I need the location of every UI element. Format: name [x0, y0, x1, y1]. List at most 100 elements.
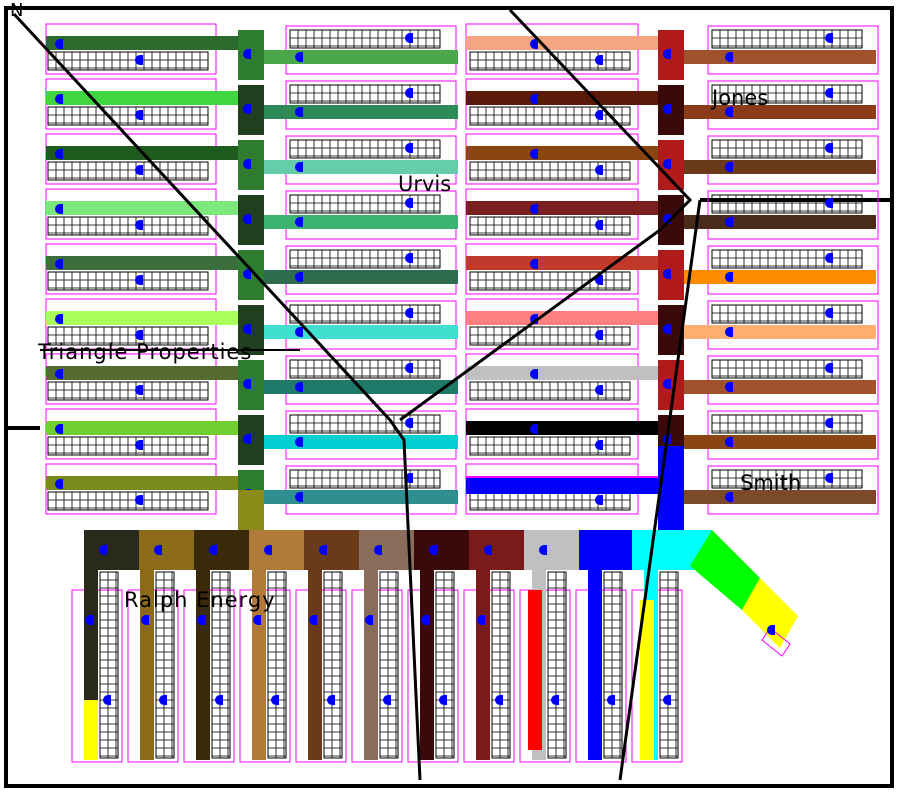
meter-midright-b-7 [595, 440, 603, 450]
meter-midright-a-4 [530, 259, 538, 269]
pipe-bottom-6 [420, 570, 434, 760]
meter-spine-left-7 [243, 434, 251, 444]
pipe-midleft-5 [262, 325, 458, 339]
trunk-seg-2 [194, 530, 249, 570]
meter-bottom-a-2 [197, 615, 205, 625]
grid-right-4-lines [712, 250, 862, 268]
pipe-right-4 [684, 270, 876, 284]
meter-bottom-b-5 [383, 695, 391, 705]
meter-right-a-1 [725, 107, 733, 117]
meter-spine-left-5 [243, 324, 251, 334]
meter-spine-right-1 [663, 104, 671, 114]
trunk-seg-9 [579, 530, 634, 570]
meter-trunk-2 [209, 545, 217, 555]
meter-midleft-b-6 [405, 363, 413, 373]
meter-right-a-2 [725, 162, 733, 172]
pipe-right-0 [684, 50, 876, 64]
lease-line-west [12, 12, 422, 781]
meter-left-b-3 [135, 220, 143, 230]
trunk-seg-5 [359, 530, 414, 570]
meter-bottom-a-5 [365, 615, 373, 625]
meter-bottom-a-1 [141, 615, 149, 625]
grid-midleft-4-lines [290, 250, 440, 268]
pipe-midleft-0 [262, 50, 458, 64]
grid-midright-3-lines [470, 217, 630, 235]
pipe-right-5 [684, 325, 876, 339]
pipe-midright-4 [466, 256, 662, 270]
grid-right-1-lines [712, 85, 862, 103]
grid-midleft-5-lines [290, 305, 440, 323]
grid-bottom-4-lines [324, 572, 342, 758]
meter-left-b-1 [135, 110, 143, 120]
meter-trunk-6 [429, 545, 437, 555]
grid-left-1-lines [48, 107, 208, 125]
meter-midleft-a-6 [295, 382, 303, 392]
pipe-left-1 [46, 91, 240, 105]
grid-bottom-7-frame [491, 571, 511, 759]
grid-left-4-lines [48, 272, 208, 290]
meter-left-a-3 [55, 204, 63, 214]
meter-bottom-b-2 [215, 695, 223, 705]
meter-right-b-6 [825, 363, 833, 373]
meter-trunk-1 [154, 545, 162, 555]
grid-right-1-frame [711, 84, 863, 104]
meter-left-b-6 [135, 385, 143, 395]
meter-right-a-3 [725, 217, 733, 227]
grid-midleft-8-frame [289, 469, 441, 489]
meter-spine-right-5 [663, 324, 671, 334]
pipe-midright-0 [466, 36, 662, 50]
meter-right-b-3 [825, 198, 833, 208]
trunk-seg-4 [304, 530, 359, 570]
grid-bottom-1-frame [155, 571, 175, 759]
meter-trunk-4 [319, 545, 327, 555]
owner-label-jones[interactable]: Jones [712, 86, 769, 110]
meter-spine-left-6 [243, 379, 251, 389]
pipe-bottom-yellow-1 [84, 700, 98, 760]
pipe-left-4 [46, 256, 240, 270]
meter-bottom-b-7 [495, 695, 503, 705]
trunk-seg-0 [84, 530, 139, 570]
grid-bottom-8-frame [547, 571, 567, 759]
grid-right-6-lines [712, 360, 862, 378]
meter-right-b-8 [825, 473, 833, 483]
pipe-bottom-9 [588, 570, 602, 760]
meter-midleft-a-7 [295, 437, 303, 447]
pipe-blue-bottom [466, 478, 662, 494]
meter-trunk-3 [264, 545, 272, 555]
meter-trunk-8 [539, 545, 547, 555]
meter-right-a-0 [725, 52, 733, 62]
grid-midleft-5-frame [289, 304, 441, 324]
meter-right-b-7 [825, 418, 833, 428]
spine-left-end [238, 490, 264, 530]
meter-right-b-1 [825, 88, 833, 98]
owner-label-triangle[interactable]: Triangle Properties [38, 340, 253, 364]
grid-midleft-2-frame [289, 139, 441, 159]
grid-right-3-lines [712, 195, 862, 213]
pipe-midright-2 [466, 146, 662, 160]
grid-midleft-1-lines [290, 85, 440, 103]
meter-midright-b-8 [595, 495, 603, 505]
meter-left-b-5 [135, 330, 143, 340]
meter-bottom-b-8 [551, 695, 559, 705]
pipe-bottom-7 [476, 570, 490, 760]
grid-right-3-frame [711, 194, 863, 214]
meter-midleft-a-0 [295, 52, 303, 62]
grid-left-7-lines [48, 437, 208, 455]
meter-bottom-b-3 [271, 695, 279, 705]
meter-midleft-a-4 [295, 272, 303, 282]
grid-right-0-frame [711, 29, 863, 49]
meter-left-a-1 [55, 94, 63, 104]
meter-left-b-8 [135, 495, 143, 505]
meter-bottom-b-10 [663, 695, 671, 705]
owner-label-urvis[interactable]: Urvis [398, 172, 452, 196]
owner-label-ralph-energy[interactable]: Ralph Energy [124, 588, 276, 612]
trunk-seg-1 [139, 530, 194, 570]
grid-midright-7-lines [470, 437, 630, 455]
meter-midleft-b-3 [405, 198, 413, 208]
grid-left-6-lines [48, 382, 208, 400]
owner-label-smith[interactable]: Smith [740, 471, 802, 495]
meter-midleft-b-0 [405, 33, 413, 43]
meter-trunk-5 [374, 545, 382, 555]
meter-midleft-b-1 [405, 88, 413, 98]
lease-line-south [618, 199, 702, 781]
